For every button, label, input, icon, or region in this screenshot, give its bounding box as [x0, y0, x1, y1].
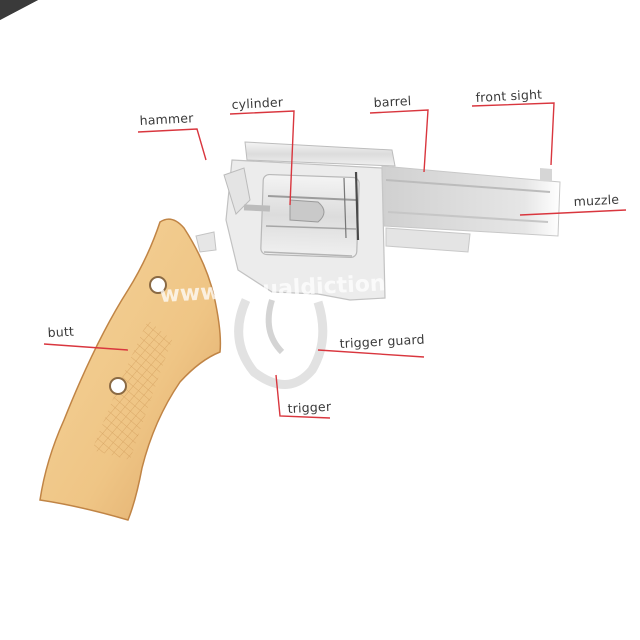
label-muzzle: muzzle — [573, 192, 619, 209]
label-cylinder: cylinder — [231, 94, 283, 112]
label-butt: butt — [47, 324, 74, 340]
label-hammer: hammer — [139, 110, 194, 128]
label-trigger: trigger — [287, 399, 331, 416]
label-barrel: barrel — [373, 93, 411, 110]
